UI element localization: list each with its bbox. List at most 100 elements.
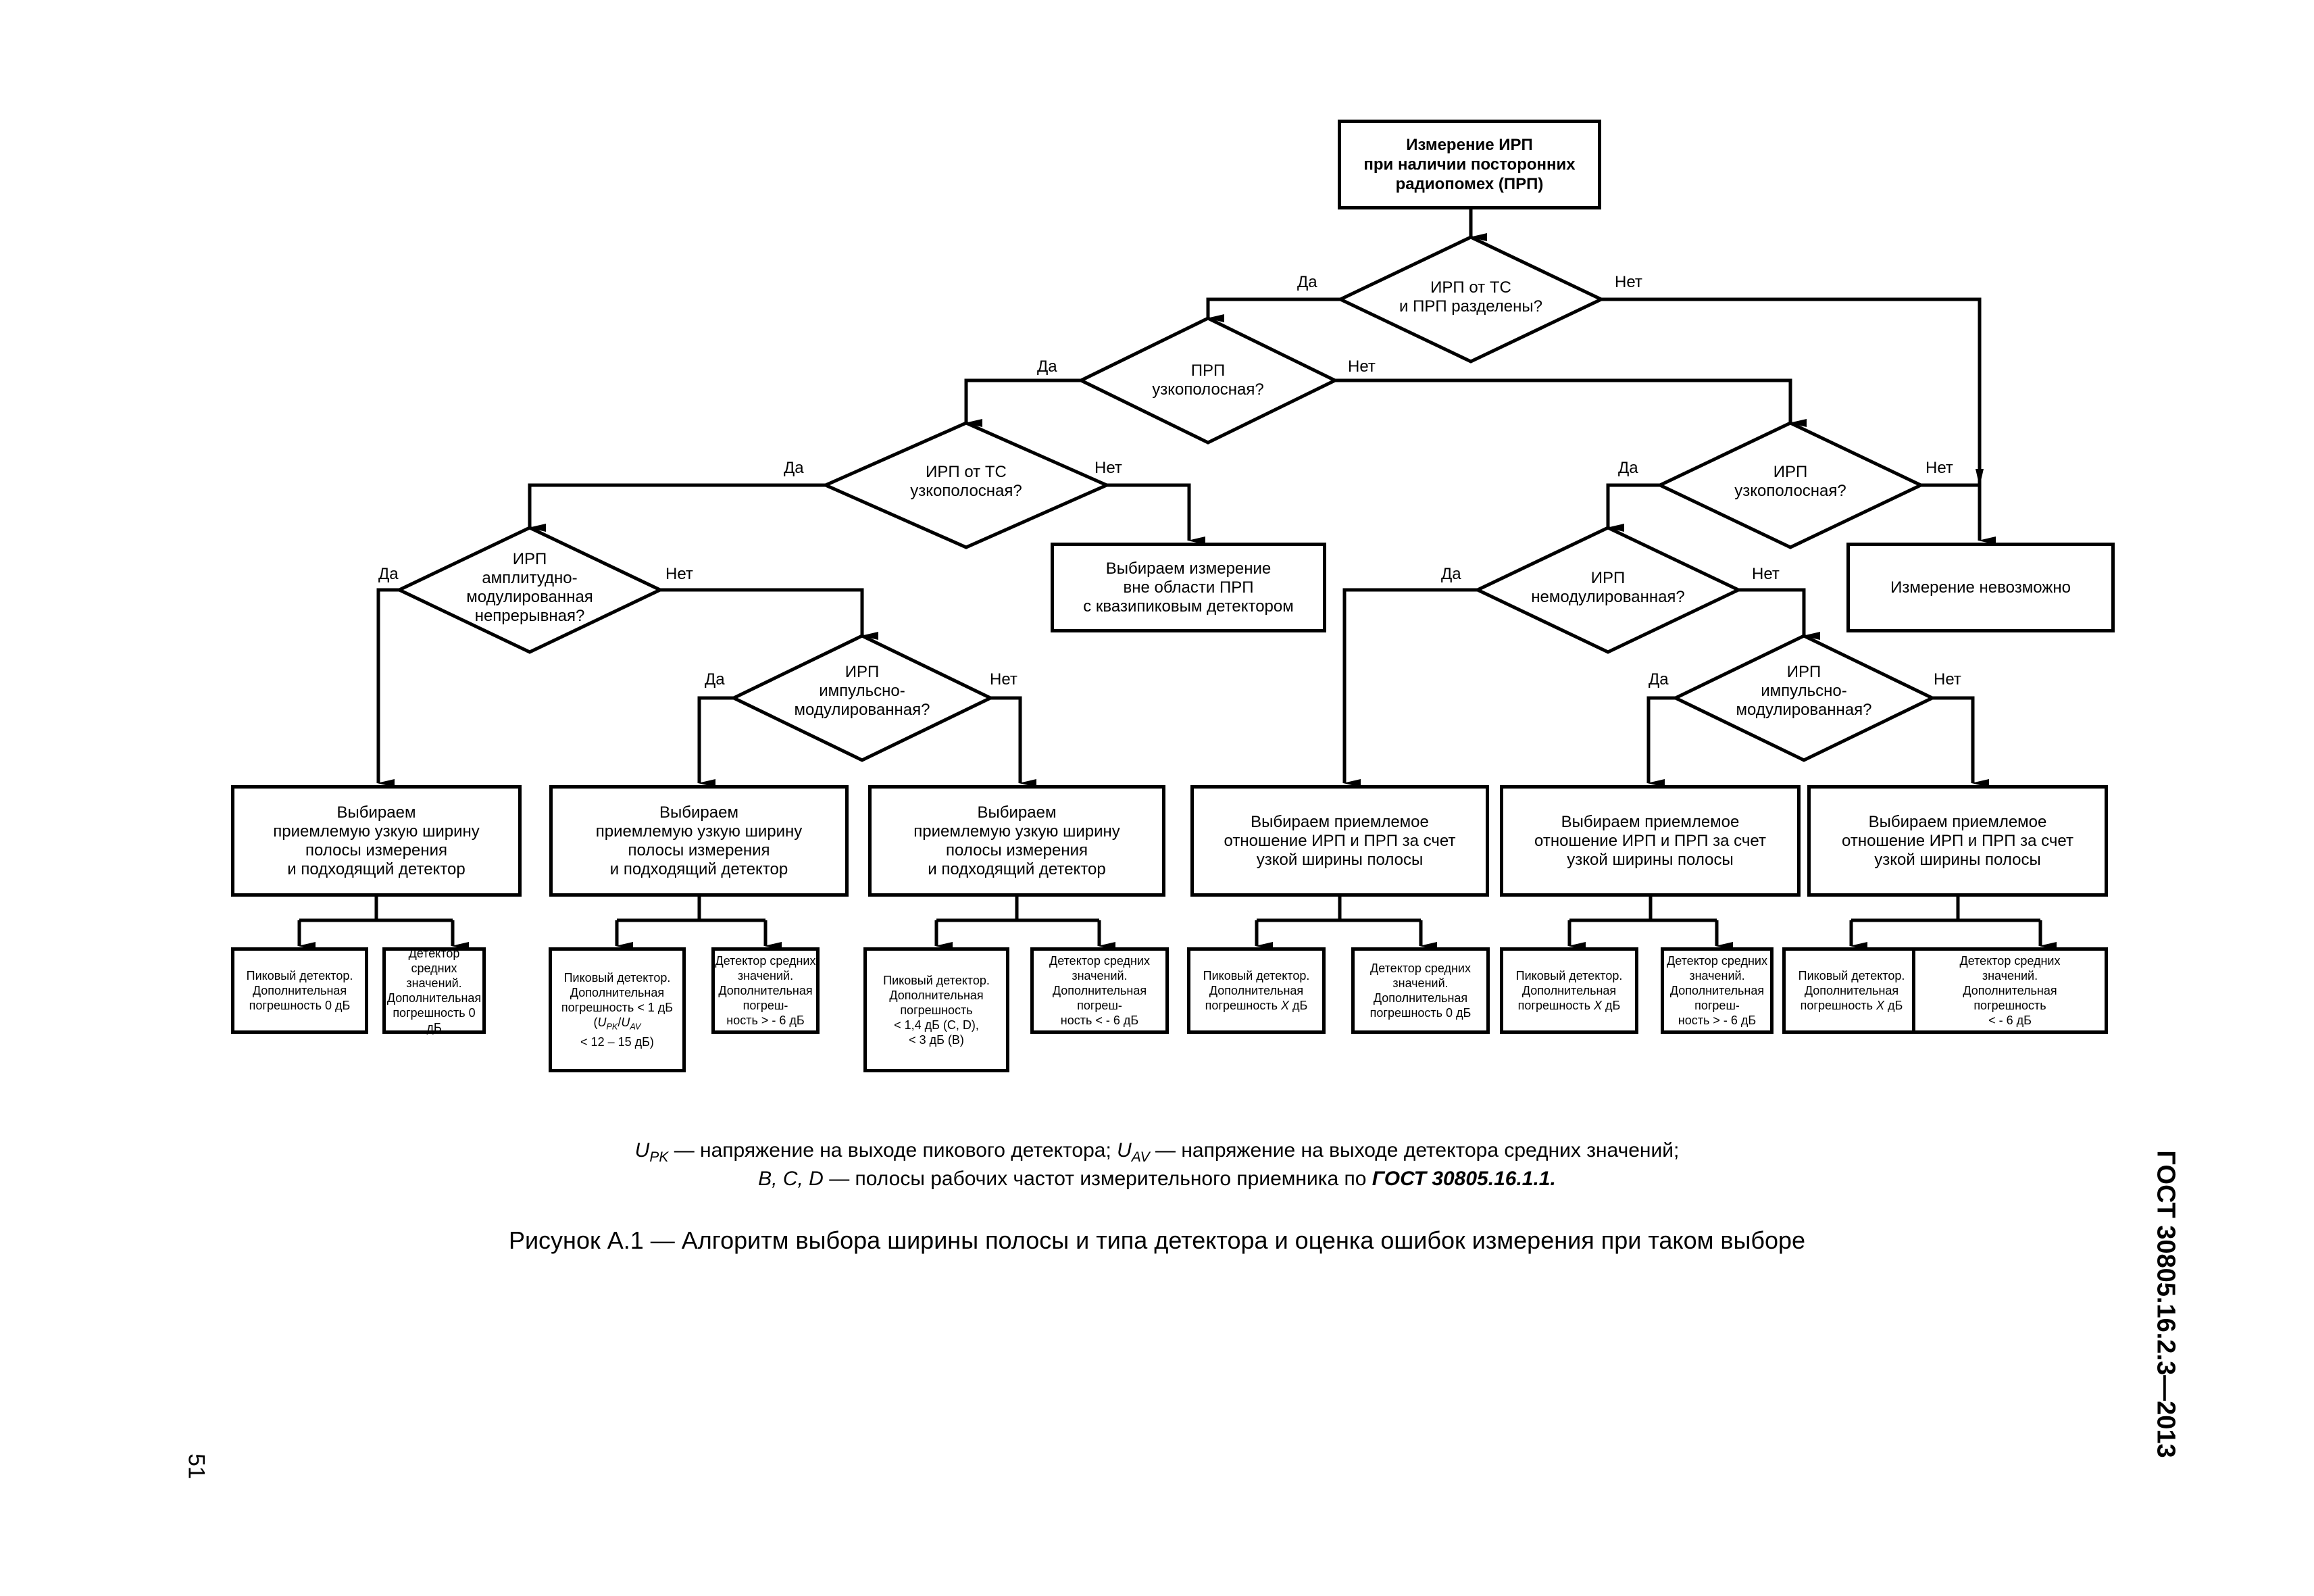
result-peak-box: Пиковый детектор. Дополнительная погрешн…: [863, 947, 1009, 1072]
decision-pulse-modulated-right-diamond: [1671, 634, 1936, 762]
action-text: Выбираем приемлемую узкую ширину полосы …: [913, 803, 1120, 878]
split-connector-5: [1569, 897, 1717, 922]
no-label: Нет: [1752, 565, 1780, 583]
yes-label: Да: [1037, 357, 1057, 376]
outside-prp-text: Выбираем измерение вне области ПРП с ква…: [1083, 559, 1294, 616]
result-average-box: Детектор средних значений. Дополнительна…: [711, 947, 820, 1034]
no-label: Нет: [1095, 459, 1122, 477]
action-box-5: Выбираем приемлемое отношение ИРП и ПРП …: [1500, 785, 1801, 897]
d1-yes-connector: [1206, 297, 1340, 322]
no-label: Нет: [1934, 670, 1961, 689]
action-box-3: Выбираем приемлемую узкую ширину полосы …: [868, 785, 1165, 897]
start-box: Измерение ИРП при наличии посторонних ра…: [1338, 120, 1601, 209]
no-label: Нет: [1615, 273, 1642, 291]
result-average-box: Детектор средних значений. Дополнительна…: [1030, 947, 1169, 1034]
result-text: Пиковый детектор. Дополнительная погрешн…: [883, 973, 990, 1047]
d4-no-connector: [660, 588, 878, 640]
action-box-6: Выбираем приемлемое отношение ИРП и ПРП …: [1807, 785, 2108, 897]
action-text: Выбираем приемлемое отношение ИРП и ПРП …: [1224, 812, 1456, 869]
standard-reference: ГОСТ 30805.16.1.1.: [1372, 1168, 1556, 1190]
d6-yes-connector: [1606, 483, 1660, 532]
result-text: Детектор средних значений. Дополнительна…: [1667, 954, 1767, 1027]
decision-prp-narrowband-diamond: [1077, 316, 1339, 445]
decision-pulse-modulated-right-text: ИРП импульсно- модулированная?: [1736, 663, 1872, 719]
result-text: Детектор средних значений. Дополнительна…: [1049, 954, 1150, 1027]
result-average-box: Детектор средних значений. Дополнительна…: [382, 947, 486, 1034]
d5-yes-connector: [697, 696, 734, 787]
result-text: Детектор средних значений. Дополнительна…: [1959, 954, 2061, 1027]
result-text: Детектор средних значений. Дополнительна…: [715, 954, 816, 1027]
result-average-box: Детектор средних значений. Дополнительна…: [1351, 947, 1490, 1034]
no-label: Нет: [990, 670, 1017, 689]
note-line-2: B, C, D — полосы рабочих частот измерите…: [0, 1167, 2314, 1191]
decision-unmodulated-diamond: [1474, 526, 1742, 654]
note-text: — полосы рабочих частот измерительного п…: [823, 1168, 1372, 1190]
yes-label: Да: [1297, 273, 1317, 291]
d7-no-connector: [1738, 588, 1820, 640]
decision-irp-narrowband-diamond: [821, 421, 1111, 549]
decision-unmodulated-text: ИРП немодулированная?: [1531, 569, 1685, 606]
action-box-1: Выбираем приемлемую узкую ширину полосы …: [231, 785, 522, 897]
decision-irp-narrowband-right-text: ИРП узкополосная?: [1734, 463, 1846, 500]
uav-symbol: U: [1117, 1139, 1132, 1162]
split-connector-6: [1851, 897, 2040, 922]
note-text: — напряжение на выходе детектора средних…: [1149, 1139, 1680, 1162]
action-text: Выбираем приемлемое отношение ИРП и ПРП …: [1842, 812, 2073, 869]
figure-caption: Рисунок А.1 — Алгоритм выбора ширины пол…: [508, 1226, 1806, 1254]
split-connector-2: [617, 897, 765, 922]
outside-prp-box: Выбираем измерение вне области ПРП с ква…: [1051, 543, 1326, 632]
action-box-2: Выбираем приемлемую узкую ширину полосы …: [549, 785, 849, 897]
result-peak-box: Пиковый детектор. Дополнительная погрешн…: [231, 947, 368, 1034]
split-connector-4: [1257, 897, 1421, 922]
d3-yes-connector: [528, 483, 826, 532]
decision-irp-narrowband-right-diamond: [1656, 421, 1925, 549]
yes-label: Да: [1618, 459, 1638, 477]
upk-symbol: U: [634, 1139, 650, 1162]
action-text: Выбираем приемлемую узкую ширину полосы …: [595, 803, 803, 878]
decision-am-continuous-text: ИРП амплитудно- модулированная непрерывн…: [466, 550, 593, 625]
d1-no-connector: [1601, 297, 1996, 545]
note-line-1: UPK — напряжение на выходе пикового дете…: [0, 1139, 2314, 1170]
d8-no-connector: [1932, 696, 1989, 787]
decision-pulse-modulated-left-diamond: [730, 634, 995, 762]
decision-irp-narrowband-text: ИРП от ТС узкополосная?: [910, 463, 1022, 500]
d5-no-connector: [990, 696, 1036, 787]
no-label: Нет: [1926, 459, 1953, 477]
no-label: Нет: [665, 565, 693, 583]
split-connector-1: [299, 897, 453, 922]
d8-yes-connector: [1646, 696, 1676, 787]
split-connector-3: [936, 897, 1099, 922]
yes-label: Да: [1649, 670, 1669, 689]
action-text: Выбираем приемлемую узкую ширину полосы …: [273, 803, 480, 878]
note-text: — напряжение на выходе пикового детектор…: [668, 1139, 1117, 1162]
decision-am-continuous-diamond: [395, 526, 664, 654]
d4-yes-connector: [376, 588, 399, 787]
decision-pulse-modulated-left-text: ИРП импульсно- модулированная?: [794, 663, 930, 719]
d7-yes-connector: [1342, 588, 1478, 787]
no-label: Нет: [1348, 357, 1376, 376]
result-average-box: Детектор средних значений. Дополнительна…: [1661, 947, 1774, 1034]
impossible-box: Измерение невозможно: [1846, 543, 2115, 632]
upk-subscript: PK: [649, 1149, 669, 1165]
decision-separated-diamond: [1336, 235, 1605, 364]
action-box-4: Выбираем приемлемое отношение ИРП и ПРП …: [1190, 785, 1489, 897]
bands-symbols: B, C, D: [758, 1168, 824, 1190]
uav-subscript: AV: [1131, 1149, 1150, 1165]
yes-label: Да: [705, 670, 725, 689]
result-text: Детектор средних значений. Дополнительна…: [386, 947, 482, 1034]
yes-label: Да: [784, 459, 804, 477]
action-text: Выбираем приемлемое отношение ИРП и ПРП …: [1534, 812, 1766, 869]
start-text: Измерение ИРП при наличии посторонних ра…: [1363, 136, 1576, 193]
d2-no-connector: [1335, 378, 1807, 427]
decision-prp-narrowband-text: ПРП узкополосная?: [1152, 361, 1264, 399]
impossible-text: Измерение невозможно: [1890, 578, 2071, 597]
